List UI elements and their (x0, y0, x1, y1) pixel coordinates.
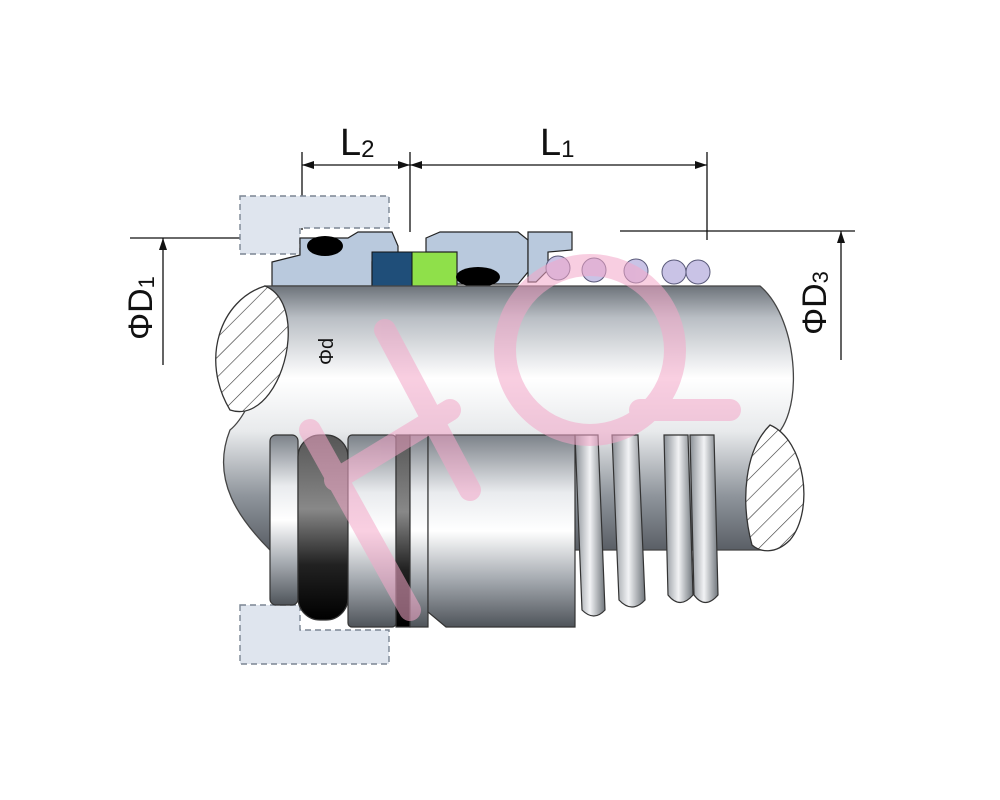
spring-coil-3d (689, 434, 719, 604)
l1-arrow-left (410, 161, 422, 169)
spring-coil-3d (574, 434, 606, 617)
rotary-face (411, 251, 458, 287)
label-d3: ΦD3 (796, 271, 834, 335)
d3-arrow (837, 231, 845, 243)
label-d: Φd (316, 338, 338, 365)
o-ring-left (307, 236, 343, 256)
watermark-h (299, 319, 481, 621)
label-d1: ΦD1 (122, 276, 160, 340)
label-l2: L2 (340, 122, 375, 164)
shaft-left-section-hatch (215, 285, 289, 413)
spring-coil (685, 259, 711, 285)
l1-arrow-right (695, 161, 707, 169)
spring-coil-3d (611, 434, 646, 608)
o-ring-right (456, 267, 500, 287)
shaft-right-section-hatch (745, 424, 805, 552)
d1-arrow (159, 238, 167, 250)
l2-arrow-right (398, 161, 410, 169)
gland-ring (269, 434, 299, 606)
hq-watermark-logo (299, 254, 741, 621)
spring-coil (661, 259, 687, 285)
stationary-face (371, 251, 413, 287)
spring-coil-3d (663, 434, 694, 604)
l2-arrow-left (302, 161, 314, 169)
gland-top-dashed (239, 195, 390, 255)
rotating-housing (425, 231, 529, 285)
watermark-q-bowl (494, 254, 686, 446)
label-l1: L1 (540, 122, 575, 164)
